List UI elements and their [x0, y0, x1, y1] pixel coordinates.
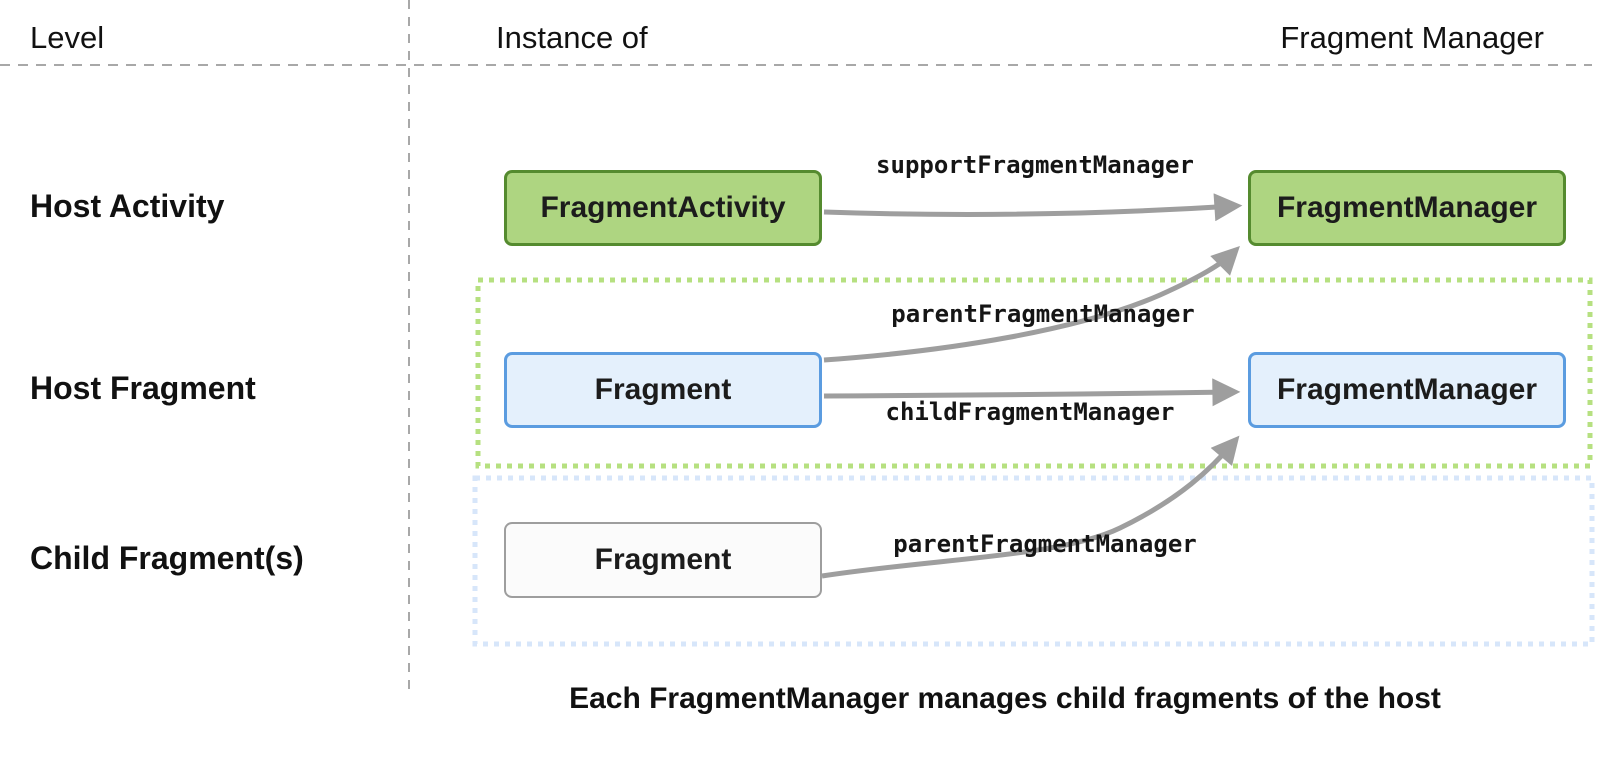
activity-fragment-manager-node: FragmentManager — [1248, 170, 1566, 246]
host-fragment-manager-node: FragmentManager — [1248, 352, 1566, 428]
host-parent-fragment-manager-arrow-label: parentFragmentManager — [891, 300, 1195, 328]
child-fragment-node: Fragment — [504, 522, 822, 598]
column-header-level: Level — [30, 20, 105, 55]
support-fragment-manager-arrow-label: supportFragmentManager — [876, 151, 1194, 179]
column-header-fragment-manager: Fragment Manager — [1280, 20, 1544, 55]
fragment-activity-node: FragmentActivity — [504, 170, 822, 246]
diagram-caption: Each FragmentManager manages child fragm… — [569, 682, 1441, 715]
row-label-host-activity: Host Activity — [30, 188, 225, 224]
child-fragment-manager-arrow — [823, 378, 1241, 407]
child-fragment-manager-arrow-label: childFragmentManager — [885, 398, 1175, 426]
host-parent-fragment-manager-arrow — [823, 246, 1240, 363]
column-header-instance-of: Instance of — [496, 20, 648, 55]
host-fragment-node: Fragment — [504, 352, 822, 428]
child-parent-fragment-manager-arrow — [821, 435, 1240, 579]
child-parent-fragment-manager-arrow-label: parentFragmentManager — [893, 530, 1197, 558]
row-label-host-fragment: Host Fragment — [30, 370, 256, 406]
support-fragment-manager-arrow — [823, 193, 1243, 222]
child-fragment-group-border — [472, 475, 1595, 647]
row-label-child-fragment: Child Fragment(s) — [30, 540, 304, 576]
